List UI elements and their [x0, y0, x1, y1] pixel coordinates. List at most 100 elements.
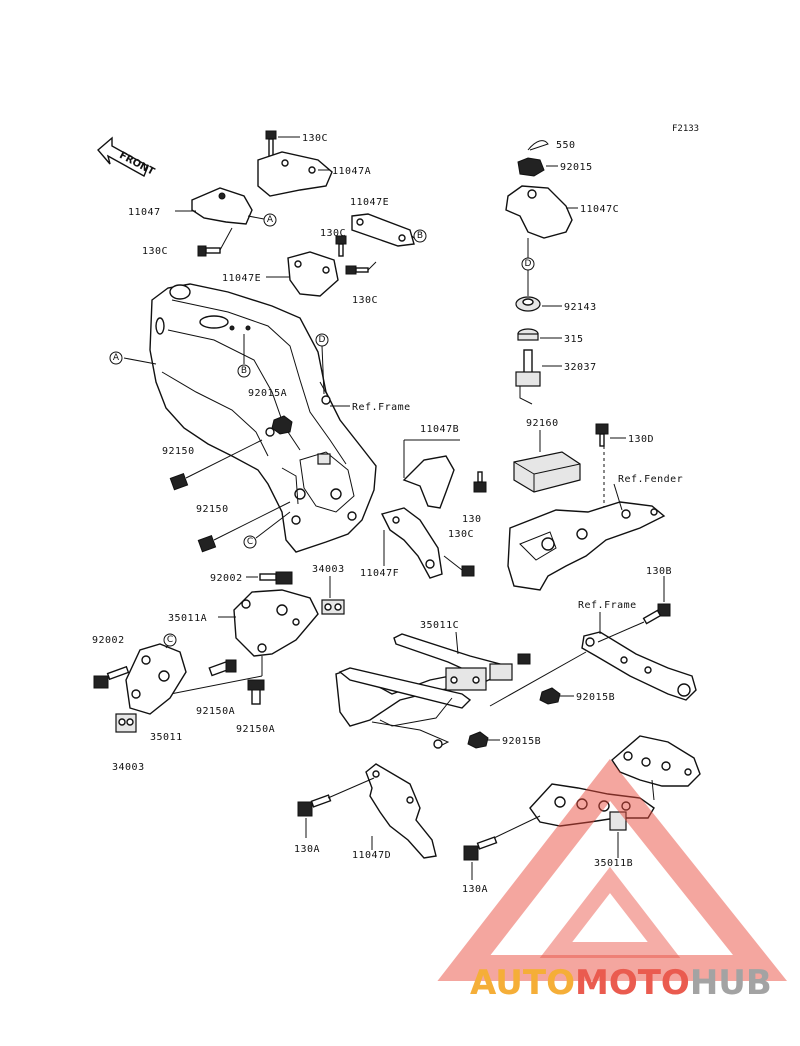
bolt-130c-left-icon	[197, 245, 221, 257]
callout-c-frame	[243, 535, 257, 549]
label-34003-top: 34003	[312, 564, 345, 575]
bolt-130b-icon	[642, 603, 671, 625]
damper-32037-icon	[515, 349, 541, 405]
bolt-130-icon	[473, 471, 487, 493]
label-35011c: Ref.Frame	[578, 600, 637, 611]
callout-d-frame	[315, 333, 329, 347]
callout-b-frame	[237, 364, 251, 378]
label-130: 130	[462, 514, 482, 525]
label-35011b: 35011B	[594, 858, 633, 869]
bolt-130d-icon	[595, 423, 609, 447]
label-92150a-2: 92150A	[236, 724, 275, 735]
label-130d: 130D	[628, 434, 654, 445]
main-frame-icon	[149, 283, 377, 553]
label-11047e-top: 11047E	[350, 197, 389, 208]
label-130b: 130B	[646, 566, 672, 577]
label-92150a-1: 92150A	[196, 706, 235, 717]
svg-text:C: C	[167, 635, 173, 645]
nut-92015a-icon	[271, 415, 293, 435]
label-92002-left: 92002	[92, 635, 125, 646]
label-ref-frame-1: Ref.Frame	[352, 402, 411, 413]
label-11047c: 11047C	[580, 204, 619, 215]
label-34003-low: 34003	[112, 762, 145, 773]
label-35011a: 35011A	[168, 613, 207, 624]
svg-text:C: C	[247, 537, 253, 547]
bolt-92002-left-icon	[93, 665, 130, 689]
bracket-11047d-icon	[365, 763, 437, 859]
clip-550-icon	[527, 140, 549, 151]
pad-92160-icon	[513, 451, 581, 493]
bolt-130c-top-icon	[265, 130, 277, 158]
grommet-92143-icon	[515, 296, 541, 312]
label-92160: 92160	[526, 418, 559, 429]
label-130c-mid2: 130C	[352, 295, 378, 306]
bracket-11047c-icon	[505, 185, 573, 239]
nut-92015b-1-icon	[539, 687, 561, 705]
watermark-logo: AUTOMOTOHUB	[437, 758, 788, 1003]
label-92015b-1: 92015B	[576, 692, 615, 703]
label-35011: 35011	[150, 732, 183, 743]
front-arrow-icon: FRONT	[97, 136, 156, 178]
bracket-35011b-icon	[529, 735, 701, 831]
nut-92015-icon	[517, 157, 545, 177]
label-11047e-low: 11047E	[222, 273, 261, 284]
bolt-92002-top-icon	[259, 571, 293, 585]
label-92150: 92150	[162, 446, 195, 457]
svg-text:B: B	[241, 366, 247, 376]
label-11047b: 11047B	[420, 424, 459, 435]
bolt-130c-mid-icon	[335, 235, 347, 257]
callout-b-upper	[413, 229, 427, 243]
label-11047a: 11047A	[332, 166, 371, 177]
watermark-moto: MOTO	[575, 963, 690, 1003]
label-11047d: 11047D	[352, 850, 391, 861]
label-130c-low: 130C	[448, 529, 474, 540]
label-130a-1: 130A	[294, 844, 320, 855]
footrest-bracket-35011a-icon	[233, 589, 319, 657]
svg-text:D: D	[525, 259, 532, 269]
label-550: 550	[556, 140, 576, 151]
bracket-11047e-low-icon	[287, 251, 339, 297]
label-92143: 92143	[564, 302, 597, 313]
callout-a-upper	[263, 213, 277, 227]
bracket-11047a-icon	[257, 151, 333, 197]
svg-text:A: A	[267, 215, 274, 225]
bolt-92150a-2-icon	[247, 679, 265, 705]
label-11047f: 11047F	[360, 568, 399, 579]
collar-315-icon	[517, 328, 539, 341]
nut-92015b-2-icon	[467, 731, 489, 749]
clevis-34003-top-icon	[321, 599, 345, 615]
label-130a-2: 130A	[462, 884, 488, 895]
bolt-92150-lower-icon	[197, 501, 291, 553]
svg-text:D: D	[319, 335, 326, 345]
bolt-92150-icon	[169, 439, 263, 491]
footrest-bracket-35011-icon	[125, 643, 187, 715]
label-92015a: 92015A	[248, 388, 287, 399]
label-92015b-2: 92015B	[502, 736, 541, 747]
svg-text:AUTOMOTOHUB: AUTOMOTOHUB	[470, 963, 772, 1003]
fender-bracket-icon	[507, 501, 666, 591]
label-130c-left: 130C	[142, 246, 168, 257]
label-130c-top: 130C	[302, 133, 328, 144]
label-ref-fender: Ref.Fender	[618, 474, 683, 485]
subframe-icon	[335, 633, 531, 749]
label-130c-mid: 130C	[320, 228, 346, 239]
figure-code: F2133	[672, 124, 699, 134]
bolt-130c-low-icon	[443, 555, 475, 577]
callout-c-footrest	[163, 633, 177, 647]
label-92150-lower: 92150	[196, 504, 229, 515]
callout-a-frame	[109, 351, 123, 365]
svg-text:B: B	[417, 231, 423, 241]
svg-text:A: A	[113, 353, 120, 363]
label-11047: 11047	[128, 207, 161, 218]
bolt-130a-1-icon	[297, 794, 332, 817]
label-ref-frame-2: 35011C	[420, 620, 459, 631]
clevis-34003-low-icon	[115, 713, 137, 733]
bracket-11047b-icon	[402, 455, 455, 509]
watermark-hub: HUB	[690, 963, 772, 1003]
label-92002-top: 92002	[210, 573, 243, 584]
bolt-130c-mid2-icon	[345, 265, 369, 275]
watermark-auto: AUTO	[470, 963, 575, 1003]
watermark-triangle-icon	[437, 758, 788, 981]
label-32037: 32037	[564, 362, 597, 373]
